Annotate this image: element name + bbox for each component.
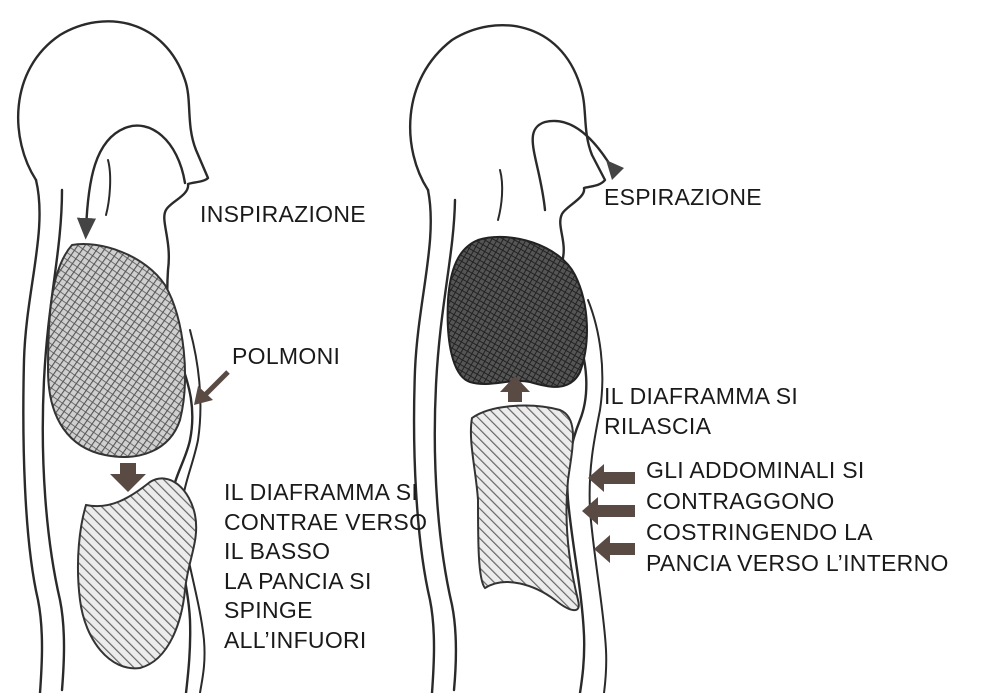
- right-exhale-arrow-head: [606, 160, 624, 180]
- right-abdomen: [471, 406, 579, 611]
- left-throat: [106, 160, 110, 215]
- lungs-label: POLMONI: [232, 342, 340, 372]
- left-diaphragm-line-3: IL BASSO: [224, 537, 427, 567]
- left-diaphragm-line-6: ALL’INFUORI: [224, 626, 427, 656]
- right-throat: [498, 170, 502, 220]
- right-diaphragm-line-2: RILASCIA: [604, 412, 798, 442]
- inspiration-title: INSPIRAZIONE: [200, 200, 366, 230]
- left-lungs: [48, 244, 185, 457]
- left-diaphragm-line-4: LA PANCIA SI: [224, 567, 427, 597]
- inward-arrow-1: [588, 464, 635, 492]
- right-diaphragm-line-1: IL DIAFRAMMA SI: [604, 382, 798, 412]
- left-abdomen: [78, 478, 196, 668]
- right-inner-wall-2: [588, 300, 606, 693]
- abdominals-line-3: COSTRINGENDO LA: [646, 517, 949, 548]
- left-diaphragm-line-1: IL DIAFRAMMA SI: [224, 478, 427, 508]
- inward-arrow-3: [594, 535, 635, 563]
- expiration-title: ESPIRAZIONE: [604, 183, 762, 213]
- left-diaphragm-down-arrow: [110, 463, 146, 492]
- left-diaphragm-line-2: CONTRAE VERSO: [224, 508, 427, 538]
- right-inward-arrows: [582, 464, 635, 563]
- left-lungs-pointer-arrow: [205, 372, 228, 395]
- left-diaphragm-text: IL DIAFRAMMA SI CONTRAE VERSO IL BASSO L…: [224, 478, 427, 655]
- right-airway: [533, 121, 612, 210]
- left-airway: [86, 126, 185, 230]
- abdominals-line-1: GLI ADDOMINALI SI: [646, 455, 949, 486]
- left-diaphragm-line-5: SPINGE: [224, 596, 427, 626]
- abdominals-line-4: PANCIA VERSO L’INTERNO: [646, 548, 949, 579]
- abdominals-line-2: CONTRAGGONO: [646, 486, 949, 517]
- right-lungs: [448, 237, 587, 387]
- abdominals-text: GLI ADDOMINALI SI CONTRAGGONO COSTRINGEN…: [646, 455, 949, 579]
- left-back-line: [23, 180, 42, 693]
- right-diaphragm-text: IL DIAFRAMMA SI RILASCIA: [604, 382, 798, 441]
